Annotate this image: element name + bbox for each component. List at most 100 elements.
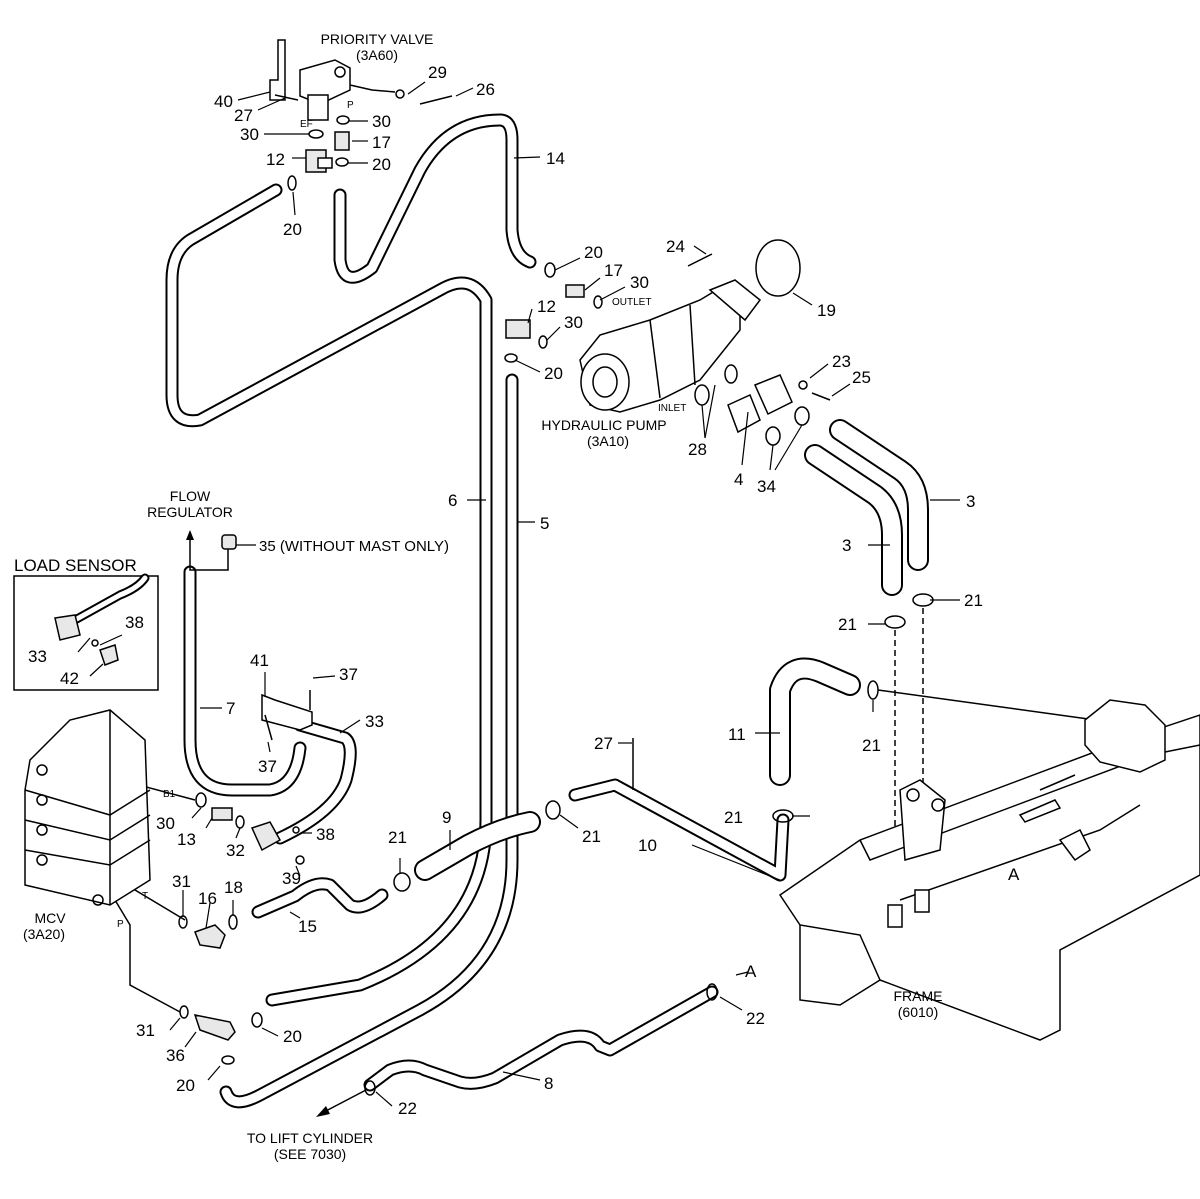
callout-21: 21 <box>388 828 407 847</box>
load-sensor-box <box>13 573 159 691</box>
inlet-port-label: INLET <box>658 403 686 414</box>
callout-20: 20 <box>283 1027 302 1046</box>
callout-31: 31 <box>172 872 191 891</box>
callout-5: 5 <box>540 514 549 533</box>
hydraulic-pump-code: (3A10) <box>587 433 629 449</box>
callout-30: 30 <box>240 125 259 144</box>
pipe-8 <box>363 985 719 1092</box>
clamp-21b <box>884 615 906 629</box>
clamp-34a <box>765 426 781 446</box>
callout-22: 22 <box>746 1009 765 1028</box>
callout-27: 27 <box>234 106 253 125</box>
clamp-22a <box>706 983 718 1001</box>
clamp-21d <box>545 800 561 820</box>
hose-11 <box>769 657 861 786</box>
mcv-caption: MCV <box>34 910 66 926</box>
oring-38b <box>292 826 300 834</box>
callout-30: 30 <box>372 112 391 131</box>
oring-20d <box>504 353 518 363</box>
fitting-17a <box>334 131 350 151</box>
cap-35 <box>221 534 237 550</box>
callout-3: 3 <box>966 492 975 511</box>
pipe-7 <box>183 565 307 797</box>
clamp-21f <box>393 872 411 892</box>
callout-21: 21 <box>862 736 881 755</box>
priority-valve <box>269 39 396 121</box>
fitting-36 <box>193 1014 236 1041</box>
frame-6010 <box>778 699 1200 1041</box>
callout-24: 24 <box>666 237 685 256</box>
callout-37: 37 <box>339 665 358 684</box>
callout-21: 21 <box>582 827 601 846</box>
fitting-13 <box>211 807 233 821</box>
callout-7: 7 <box>226 699 235 718</box>
oring-31b <box>179 1005 189 1019</box>
callout-40: 40 <box>214 92 233 111</box>
callout-22: 22 <box>398 1099 417 1118</box>
bolt-27a <box>274 94 299 101</box>
bolt-24 <box>687 253 713 267</box>
callout-4: 4 <box>734 470 743 489</box>
oring-20b <box>287 175 297 191</box>
callout-42: 42 <box>60 669 79 688</box>
callout-12: 12 <box>266 150 285 169</box>
hose-9 <box>414 811 541 881</box>
callout-23: 23 <box>832 352 851 371</box>
callout-38: 38 <box>316 825 335 844</box>
oring-30e <box>195 792 207 808</box>
callout-30: 30 <box>630 273 649 292</box>
oring-20e <box>251 1012 263 1028</box>
bolt-37b <box>264 714 273 741</box>
fitting-16 <box>194 924 226 949</box>
callout-20: 20 <box>372 155 391 174</box>
lift-cylinder-line <box>321 1089 367 1114</box>
bolt-25 <box>811 392 831 401</box>
callout-13: 13 <box>177 830 196 849</box>
oring-19 <box>755 239 801 297</box>
leader-lines <box>77 81 960 1107</box>
oring-28 <box>694 384 710 406</box>
oring-20c <box>544 262 556 278</box>
callout-8: 8 <box>544 1074 553 1093</box>
callout-12: 12 <box>537 297 556 316</box>
callout-16: 16 <box>198 889 217 908</box>
pipe-5 <box>219 373 519 1109</box>
to-lift-cylinder-caption: TO LIFT CYLINDER <box>247 1130 373 1146</box>
oring-32 <box>235 815 245 829</box>
clamp-22b <box>364 1080 376 1096</box>
callout-21: 21 <box>838 615 857 634</box>
flow-regulator-line <box>189 540 229 571</box>
clamp-21c <box>867 680 879 700</box>
washer-23 <box>798 380 808 390</box>
callout-21: 21 <box>964 591 983 610</box>
oring-30a <box>308 129 324 139</box>
flange-4 <box>727 374 793 434</box>
view-a-frame-label: A <box>1008 865 1020 884</box>
callout-9: 9 <box>442 808 451 827</box>
callout-20: 20 <box>283 220 302 239</box>
pipe-6 <box>165 183 493 1007</box>
bolt-26 <box>419 95 453 105</box>
callout-21: 21 <box>724 808 743 827</box>
callout-25: 25 <box>852 368 871 387</box>
outlet-port-label: OUTLET <box>612 297 651 308</box>
pipe-33 <box>273 718 357 845</box>
callout-30: 30 <box>156 814 175 833</box>
oring-30d <box>538 335 548 349</box>
frame-caption: FRAME <box>894 988 943 1004</box>
oring-31a <box>178 915 188 929</box>
port-p-label: P <box>347 100 354 111</box>
load-sensor-caption: LOAD SENSOR <box>14 556 137 575</box>
callout-18: 18 <box>224 878 243 897</box>
fitting-17b <box>565 284 585 298</box>
plug-39 <box>295 855 305 865</box>
callout-10: 10 <box>638 836 657 855</box>
callout-17: 17 <box>372 133 391 152</box>
callout-20: 20 <box>544 364 563 383</box>
pipe-14 <box>333 113 537 284</box>
callout-26: 26 <box>476 80 495 99</box>
hose-3b <box>804 444 903 596</box>
callout-29: 29 <box>428 63 447 82</box>
hose-3a <box>829 419 929 571</box>
